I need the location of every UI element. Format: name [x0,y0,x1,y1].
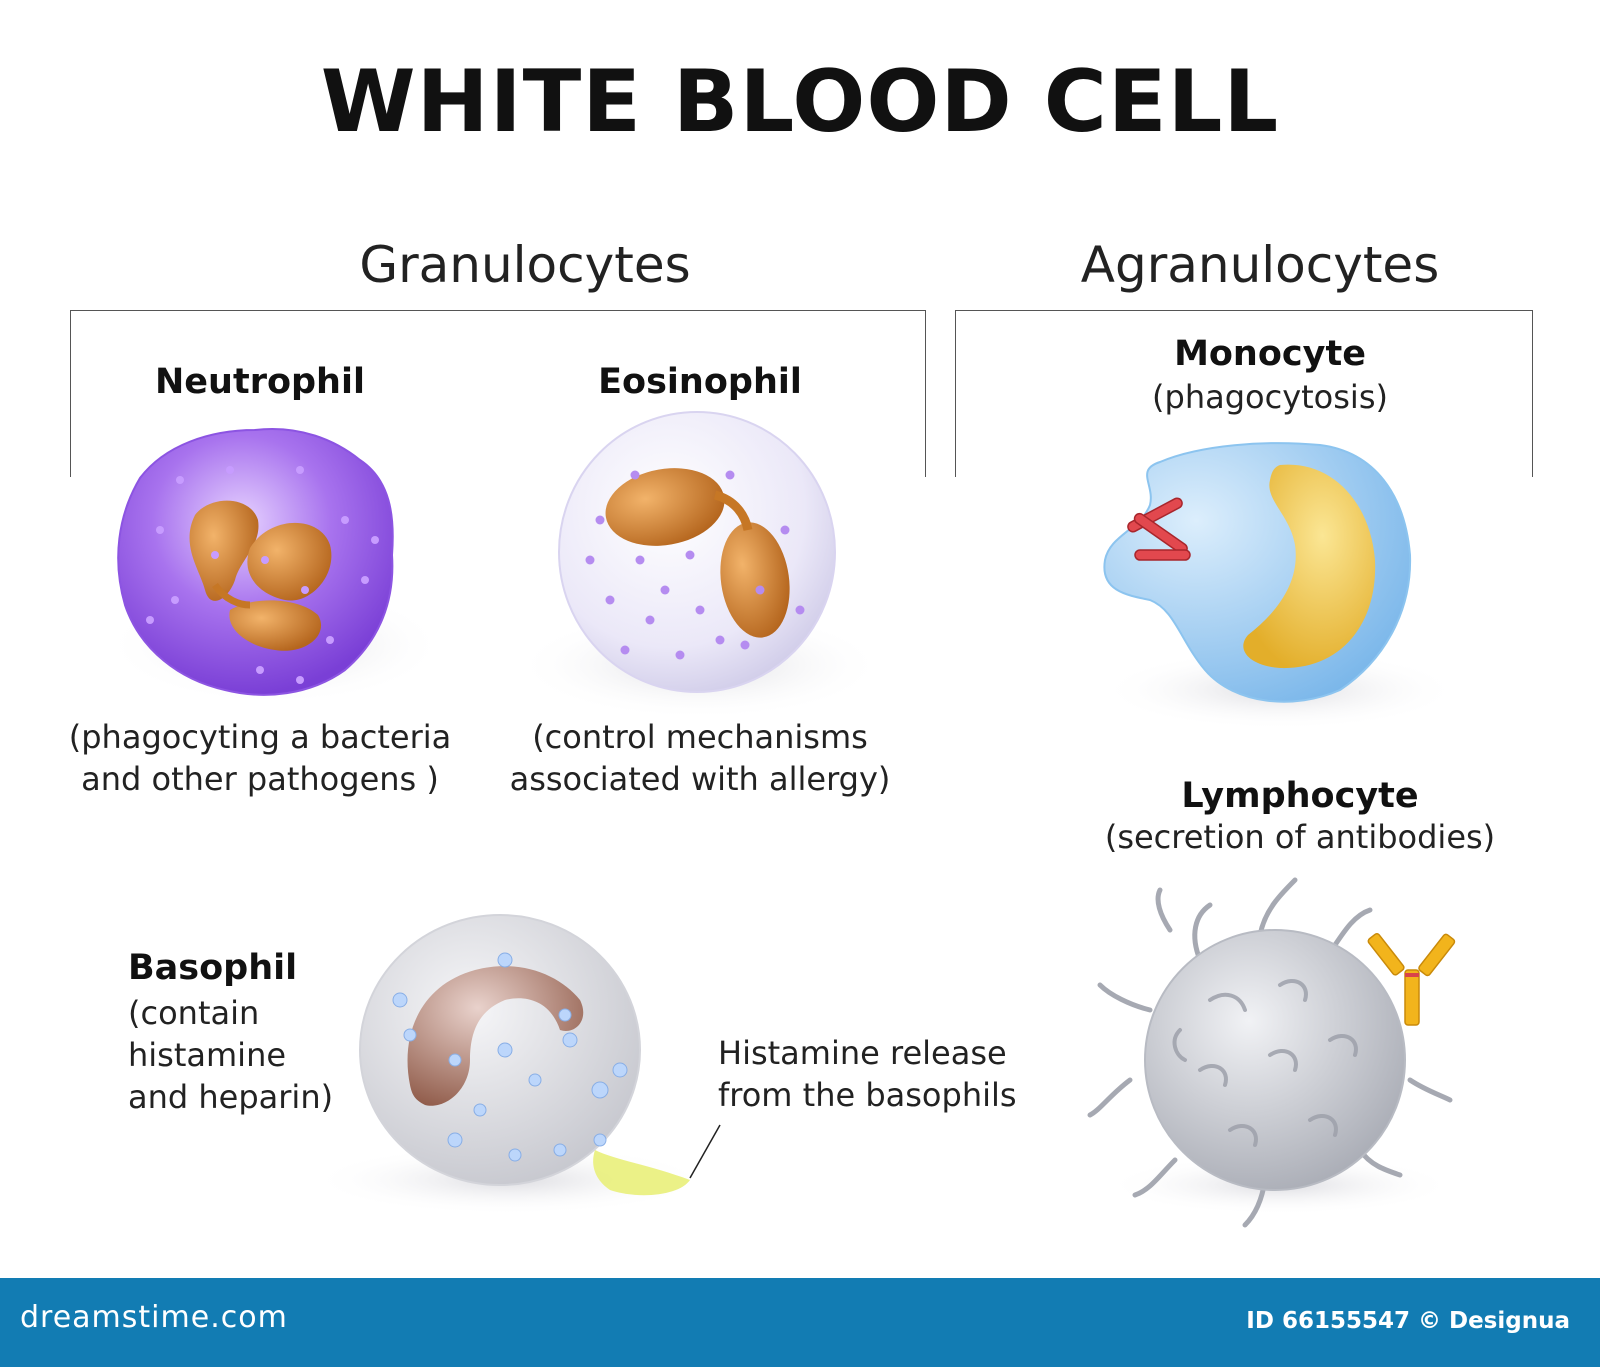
monocyte-cell [1100,442,1460,730]
footer-brand: dreamstime.com [20,1300,288,1335]
eosinophil-name: Eosinophil [598,362,802,402]
neutrophil-cell [105,428,445,705]
lymphocyte-name: Lymphocyte [1181,776,1419,816]
antibody-icon [1367,933,1456,1026]
lymphocyte-cell [1087,877,1456,1228]
neutrophil-desc-line1: (phagocyting a bacteria [68,718,452,756]
eosinophil-cell [515,411,885,720]
basophil-desc-line2: histamine [128,1036,287,1074]
basophil-desc-line1: (contain [128,994,260,1032]
eosinophil-desc-line1: (control mechanisms [532,718,868,756]
footer-credit: ID 66155547 © Designua [1246,1308,1570,1334]
granulocytes-bracket [70,310,926,477]
agranulocytes-heading: Agranulocytes [1080,236,1440,294]
monocyte-desc: (phagocytosis) [1152,378,1388,416]
lymphocyte-desc: (secretion of antibodies) [1104,818,1496,856]
histamine-callout-line1: Histamine release [718,1034,1007,1072]
basophil-desc-line3: and heparin) [128,1078,334,1116]
histamine-callout-line2: from the basophils [718,1076,1017,1114]
eosinophil-desc-line2: associated with allergy) [509,760,891,798]
granulocytes-heading: Granulocytes [359,236,691,294]
basophil-name: Basophil [128,948,298,988]
monocyte-name: Monocyte [1174,334,1366,374]
basophil-cell [310,914,721,1215]
neutrophil-desc-line2: and other pathogens ) [81,760,439,798]
footer-bar [0,1278,1600,1367]
neutrophil-name: Neutrophil [155,362,365,402]
page-title: WHITE BLOOD CELL [320,52,1280,152]
agranulocytes-bracket [955,310,1533,477]
